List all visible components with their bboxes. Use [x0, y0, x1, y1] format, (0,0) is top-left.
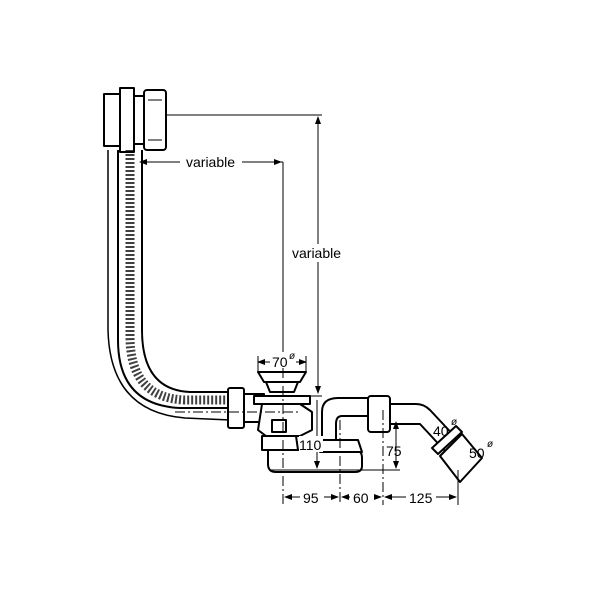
label-variable-vertical: variable: [292, 245, 341, 261]
overflow-head: [103, 87, 167, 153]
label-height-75: 75: [386, 443, 402, 459]
bottom-dimensions: 95 60 125: [284, 489, 457, 506]
drain-body: [253, 371, 483, 483]
diameter-symbol: ø: [487, 439, 493, 450]
label-pipe-40: 40: [433, 423, 449, 439]
label-pipe-50: 50: [469, 445, 485, 461]
diameter-symbol: ø: [451, 417, 457, 428]
label-dim-125: 125: [409, 490, 433, 506]
label-dim-60: 60: [353, 490, 369, 506]
label-height-110: 110: [299, 437, 322, 453]
label-outlet-diameter: 70: [272, 354, 288, 370]
label-dim-95: 95: [303, 490, 319, 506]
label-variable-horizontal: variable: [186, 154, 235, 170]
diameter-symbol: ø: [289, 351, 295, 362]
hose-nut: [227, 387, 245, 429]
flexible-hose: [107, 150, 232, 421]
